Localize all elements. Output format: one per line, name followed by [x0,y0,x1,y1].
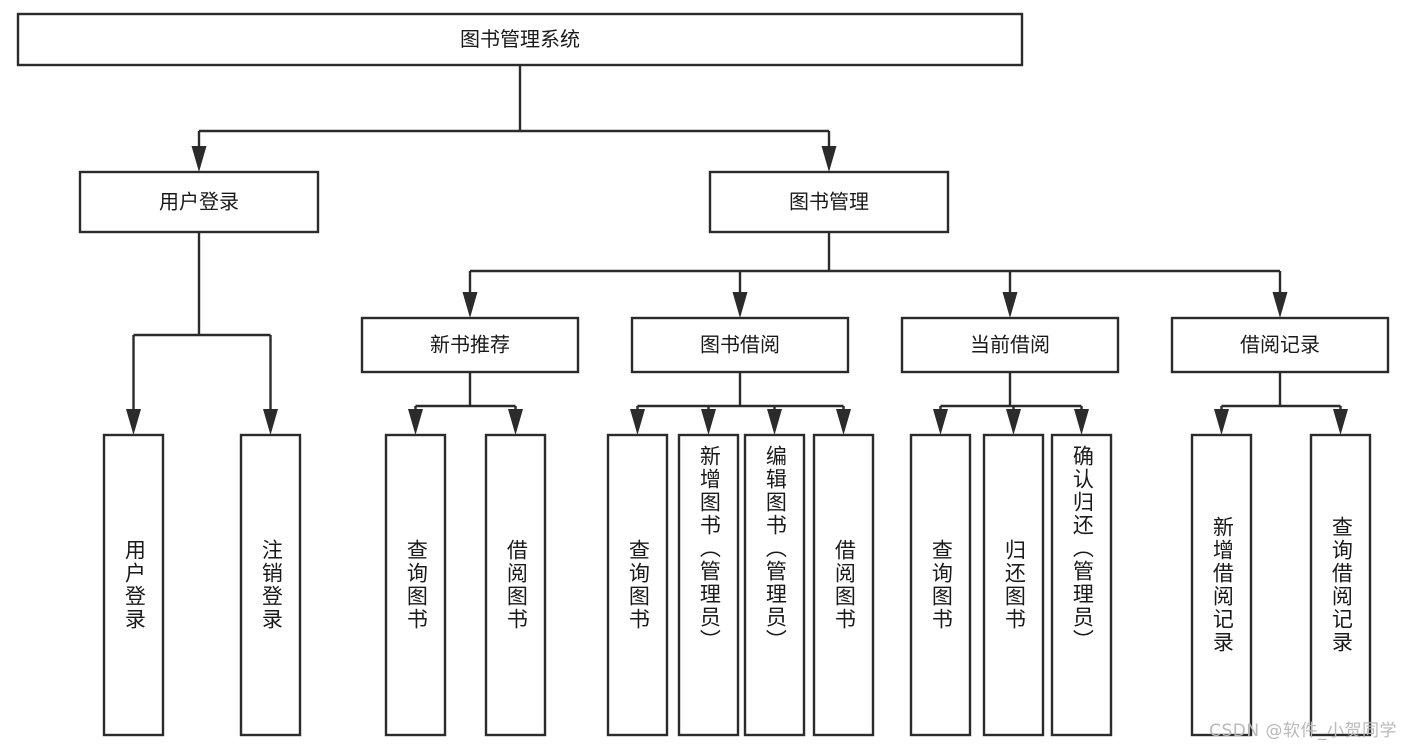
node-box-leaf-borrow-book-2[interactable] [812,433,875,737]
node-label-book-borrow: 图书借阅 [700,333,780,357]
node-box-layer [16,12,1390,737]
node-box-book-manage[interactable] [708,170,950,234]
csdn-watermark: CSDN @软件_小贺同学 [1209,721,1397,741]
edge-group-book-manage [462,232,1288,318]
node-label-book-manage: 图书管理 [789,190,869,214]
node-box-root[interactable] [16,12,1024,67]
node-box-current-borrow[interactable] [900,316,1120,374]
node-box-borrow-record[interactable] [1170,316,1390,374]
node-box-leaf-edit-book[interactable] [743,433,806,737]
node-label-root: 图书管理系统 [460,27,580,51]
node-box-leaf-query-book-1[interactable] [384,433,447,737]
node-box-leaf-add-book[interactable] [677,433,740,737]
edge-group-new-book-rec [408,372,523,435]
node-box-leaf-confirm-return[interactable] [1050,433,1113,737]
edge-group-user-login [126,232,278,435]
node-box-leaf-query-record[interactable] [1309,433,1372,737]
node-label-new-book-rec: 新书推荐 [430,333,510,357]
node-box-leaf-query-book-3[interactable] [909,433,972,737]
node-box-leaf-logout[interactable] [239,433,302,737]
node-label-borrow-record: 借阅记录 [1240,333,1320,357]
node-box-user-login[interactable] [78,170,320,234]
edge-group-book-borrow [630,372,851,435]
node-box-leaf-user-login[interactable] [102,433,165,737]
node-label-user-login: 用户登录 [159,190,239,214]
node-box-leaf-query-book-2[interactable] [606,433,669,737]
node-box-leaf-add-record[interactable] [1190,433,1253,737]
edge-group-borrow-record [1214,372,1348,435]
edge-group-current-borrow [933,372,1089,435]
edge-group-root [191,65,837,172]
node-box-leaf-return-book[interactable] [982,433,1045,737]
connector-layer [126,65,1348,435]
node-box-leaf-borrow-book-1[interactable] [484,433,547,737]
node-box-book-borrow[interactable] [630,316,850,374]
node-label-current-borrow: 当前借阅 [970,333,1050,357]
node-box-new-book-rec[interactable] [360,316,580,374]
